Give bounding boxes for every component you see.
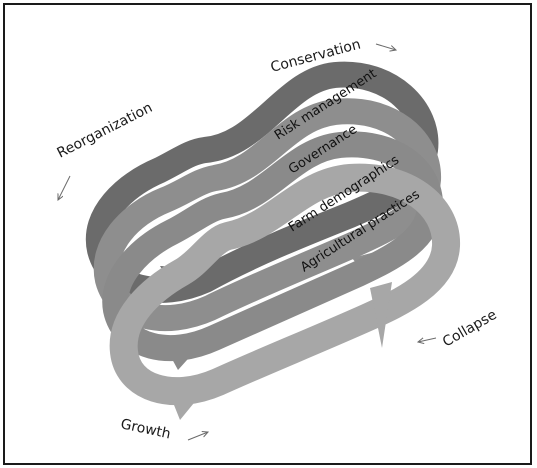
loop-4-growth-arrowhead	[172, 398, 198, 420]
loop-4-arrowhead	[370, 282, 392, 348]
phase-label-reorganization: Reorganization	[55, 100, 156, 162]
collapse-arrow-icon	[418, 338, 437, 342]
reorganization-arrow-icon	[58, 175, 71, 200]
loop-farm-demographics	[102, 131, 443, 370]
loop-3-arrowhead	[165, 346, 196, 370]
phase-label-growth: Growth	[119, 416, 172, 442]
phase-label-collapse: Collapse	[440, 307, 500, 351]
growth-arrow-icon	[187, 432, 208, 441]
loop-agricultural-practices	[109, 163, 460, 420]
conservation-arrow-icon	[375, 43, 396, 50]
